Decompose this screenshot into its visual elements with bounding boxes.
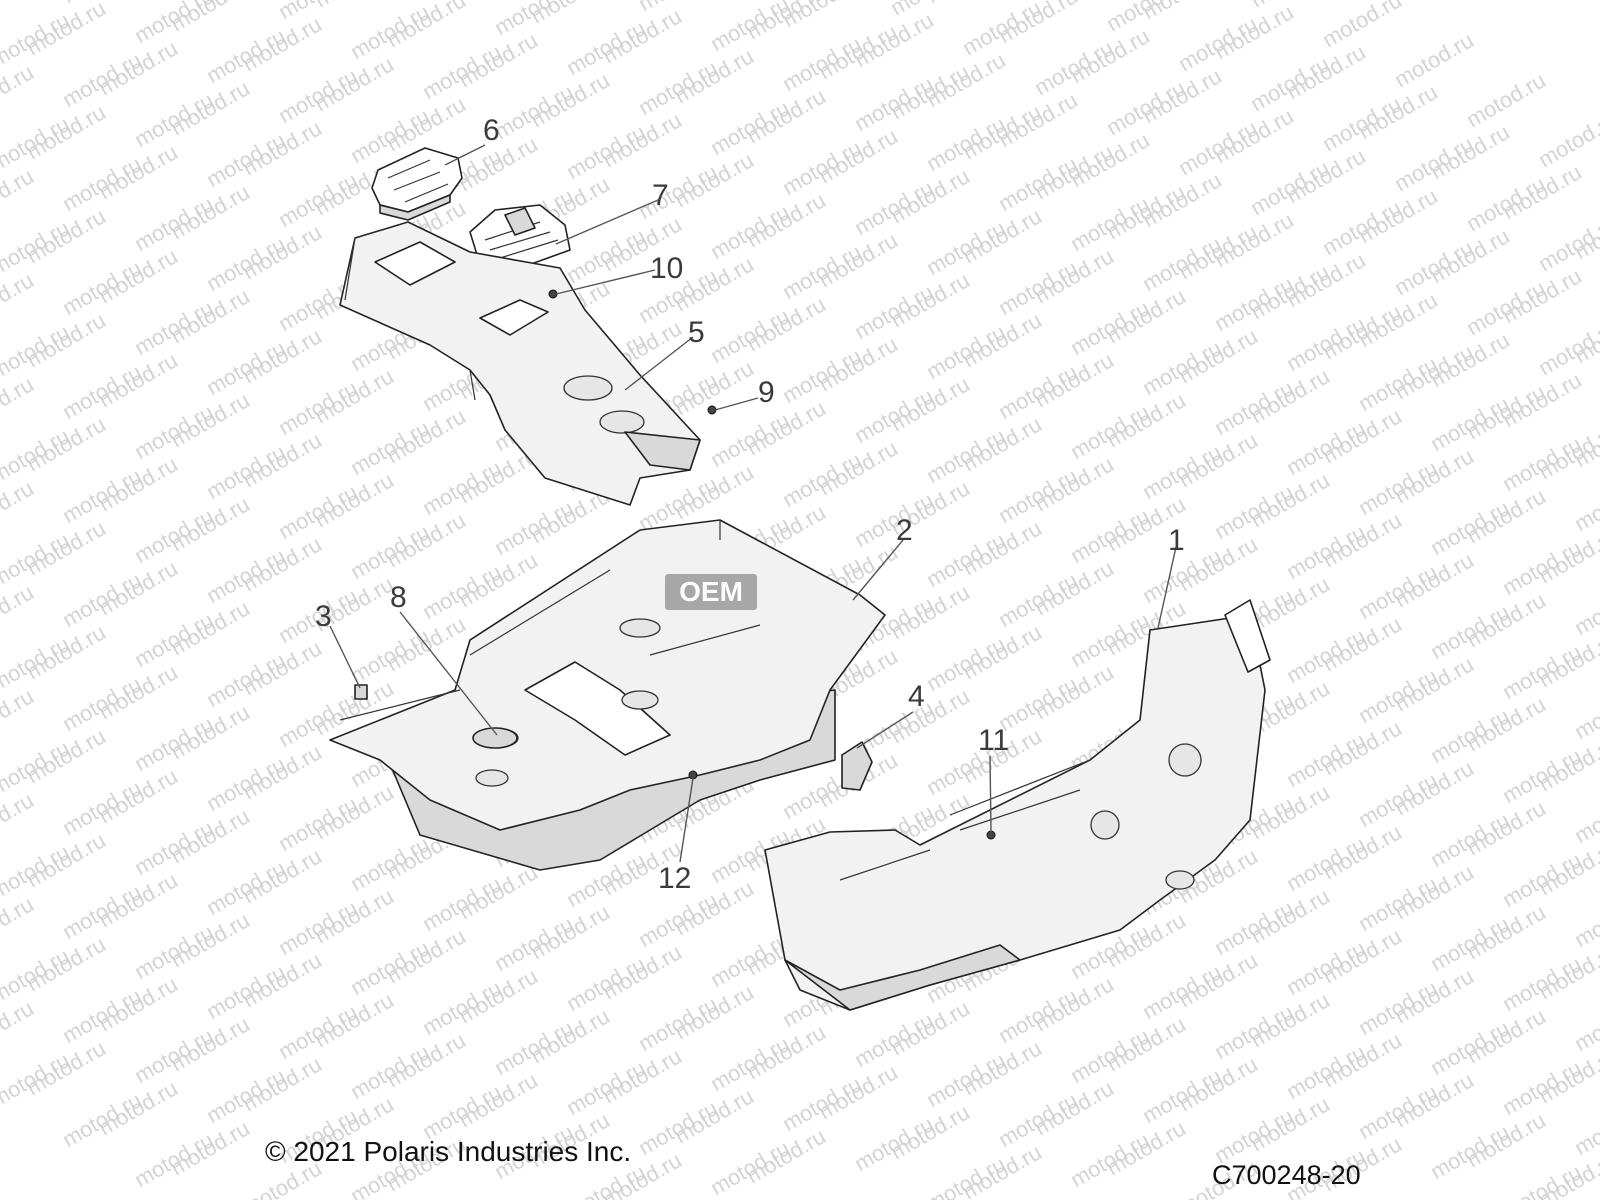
callout-3: 3 xyxy=(315,600,332,633)
watermark-text: motod.ru xyxy=(0,59,38,124)
screw-part-10 xyxy=(548,289,558,299)
center-console-part xyxy=(339,221,701,506)
watermark-text: motod.ru xyxy=(1570,679,1600,744)
fastener-part-11 xyxy=(986,830,996,840)
oem-badge: OEM xyxy=(665,574,757,610)
callout-1: 1 xyxy=(1168,524,1185,557)
copyright-text: © 2021 Polaris Industries Inc. xyxy=(265,1136,632,1167)
watermark-text: motod.ru xyxy=(0,891,38,956)
watermark-text: motod.ru xyxy=(1570,1095,1600,1160)
console-cover-part xyxy=(371,147,463,221)
watermark-text: motod.ru xyxy=(1570,471,1600,536)
callout-9: 9 xyxy=(758,376,775,409)
callout-7: 7 xyxy=(652,179,669,212)
watermark-text: motod.ru xyxy=(0,0,38,20)
watermark-text: motod.ru xyxy=(0,163,38,228)
callout-8: 8 xyxy=(390,581,407,614)
watermark-text: motod.ru xyxy=(0,475,38,540)
watermark-text: motod.ru xyxy=(0,579,38,644)
callout-5: 5 xyxy=(688,316,705,349)
callout-12: 12 xyxy=(658,862,691,895)
watermark-text: motod.ru xyxy=(0,683,38,748)
callout-labels: 1 2 3 4 5 6 7 8 9 10 11 12 xyxy=(315,114,1185,895)
watermark-text: motod.ru xyxy=(0,267,38,332)
watermark-text: motod.ru xyxy=(1318,0,1406,52)
watermark-text: motod.ru xyxy=(0,787,38,852)
clip-part xyxy=(354,684,368,700)
bracket-part xyxy=(841,741,873,791)
callout-10: 10 xyxy=(650,252,683,285)
grommet-part xyxy=(472,727,518,749)
leader-lines xyxy=(329,144,1177,863)
watermark-text: motod.ru xyxy=(1570,991,1600,1056)
callout-4: 4 xyxy=(908,680,925,713)
screw-part-9 xyxy=(707,405,717,415)
floor-panel-right-part xyxy=(764,599,1271,1011)
watermark-text: motod.ru xyxy=(922,0,1010,8)
watermark-text: motod.ru xyxy=(0,371,38,436)
callout-2: 2 xyxy=(896,514,913,547)
watermark-text: motod.ru xyxy=(1462,67,1550,132)
watermark-text: motod.ru xyxy=(670,0,758,4)
callout-6: 6 xyxy=(483,114,500,147)
callout-11: 11 xyxy=(978,724,1009,757)
fastener-part-12 xyxy=(688,770,698,780)
watermark-text: motod.ru xyxy=(1570,783,1600,848)
watermark-text: motod.ru xyxy=(130,0,218,48)
watermark-text: motod.ru xyxy=(1570,887,1600,952)
watermark-text: motod.ru xyxy=(0,995,38,1060)
watermark-text: motod.ru xyxy=(1570,575,1600,640)
watermark-text: motod.ru xyxy=(1390,27,1478,92)
drawing-number: C700248-20 xyxy=(1212,1160,1361,1190)
watermark-text: motod.ru xyxy=(922,1151,1010,1200)
